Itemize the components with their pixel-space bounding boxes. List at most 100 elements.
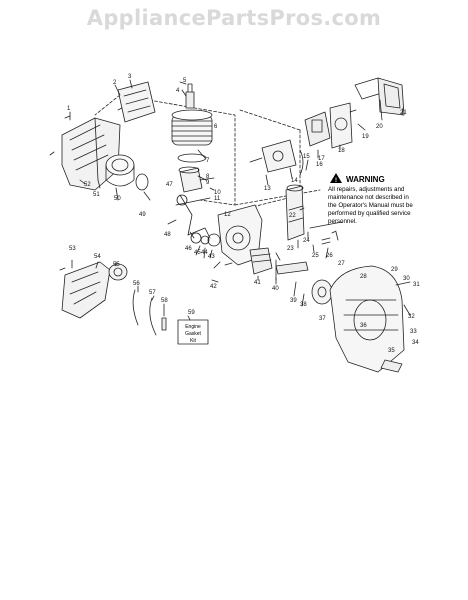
part-number: 48 [164,232,171,238]
seal-part [190,232,202,244]
part-number: 14 [291,178,298,184]
seal-part [200,235,210,245]
piston-pin-part [199,177,215,181]
warning-triangle-icon [330,173,342,183]
starter-pulley-part [311,279,333,305]
starter-rope-part [395,281,411,316]
engine-gasket-kit-label: Engine Gasket Kit [185,324,201,344]
part-number: 15 [303,154,310,160]
part-number: 59 [188,310,195,316]
part-number: 3 [128,74,132,80]
screw-part [49,107,123,271]
part-number: 2 [113,80,117,86]
warning-title: WARNING [346,175,385,184]
leader-lines [69,79,404,321]
part-number: 20 [376,124,383,130]
crankshaft-part [175,194,211,239]
part-number: 27 [338,261,345,267]
part-number: 9 [206,180,210,186]
part-number: 23 [287,246,294,252]
screw-part [224,207,337,266]
warning-exclaim: ! [335,178,337,184]
flywheel-part [249,247,273,275]
part-number: 32 [408,314,415,320]
part-number: 43 [208,254,215,260]
muffler-body-part [105,154,135,187]
part-number: 57 [149,290,156,296]
part-number: 42 [210,284,217,290]
gasket-part [135,173,149,191]
engine-gasket-kit-box [177,319,209,345]
part-number: 40 [272,286,279,292]
part-number: 34 [412,340,419,346]
part-number: 12 [224,212,231,218]
part-number: 56 [133,281,140,287]
warning-line: All repairs, adjustments and [328,186,405,193]
piston-part [178,166,203,193]
part-number: 31 [413,282,420,288]
muffler-cover-part [61,117,121,191]
part-number: 35 [388,348,395,354]
part-number: 44 [201,250,208,256]
heat-shield-part [117,81,156,123]
starter-pawl-part [275,261,309,275]
part-number: 30 [403,276,410,282]
kit-label-line: Gasket [185,331,201,337]
part-number: 53 [69,246,76,252]
part-number: 50 [114,196,121,202]
warning-line: performed by qualified service [328,210,411,217]
part-number: 28 [360,274,367,280]
part-number: 47 [166,182,173,188]
kit-label-line: Engine [185,324,201,330]
part-number: 18 [338,148,345,154]
part-number: 37 [319,316,326,322]
part-number: 29 [391,267,398,273]
base-gasket-part [177,153,207,163]
part-number: 26 [326,253,333,259]
part-number: 16 [316,162,323,168]
kit-label-line: Kit [190,338,196,344]
part-number: 58 [161,298,168,304]
throttle-rod-part [309,221,343,229]
part-number: 36 [360,323,367,329]
part-number: 4 [176,88,180,94]
ignition-wire-part [132,289,139,326]
part-number: 11 [214,196,221,202]
warning-line: personnel. [328,218,357,225]
spark-plug-boot-part [161,317,167,331]
warning-block: ! WARNING All repairs, adjustments and m… [328,173,413,225]
part-number: 7 [206,158,210,164]
cylinder-part [171,109,213,146]
watermark: AppliancePartsPros.com [86,6,382,30]
part-number: 41 [254,280,261,286]
stop-switch-wire-part [149,297,157,336]
part-number: 10 [214,190,221,196]
part-number: 13 [264,186,271,192]
starter-housing-part [329,265,405,373]
lower-shroud-part [61,261,111,319]
carburetor-part [249,139,297,173]
fuel-tank-part [285,184,305,241]
part-number: 6 [214,124,218,130]
warning-line: the Operator's Manual must be [328,202,413,209]
part-number: 46 [185,246,192,252]
air-filter-part [304,111,331,147]
part-number: 5 [183,78,187,84]
air-filter-cover-part [329,102,353,149]
part-number-labels: 1 2 3 4 5 6 7 8 9 10 11 12 13 14 15 16 1… [67,74,420,354]
part-number: 52 [84,182,91,188]
bearing-part [207,233,221,247]
part-number: 8 [206,174,210,180]
assembly-outline [94,94,321,206]
part-number: 33 [410,329,417,335]
part-number: 19 [362,134,369,140]
spark-plug-part [185,83,195,109]
fuel-line-part [299,149,304,176]
part-number: 55 [113,262,120,268]
spring-part [321,237,331,245]
part-number: 51 [93,192,100,198]
warning-line: maintenance not described in [328,194,409,201]
part-number: 22 [289,213,296,219]
part-number: 49 [139,212,146,218]
